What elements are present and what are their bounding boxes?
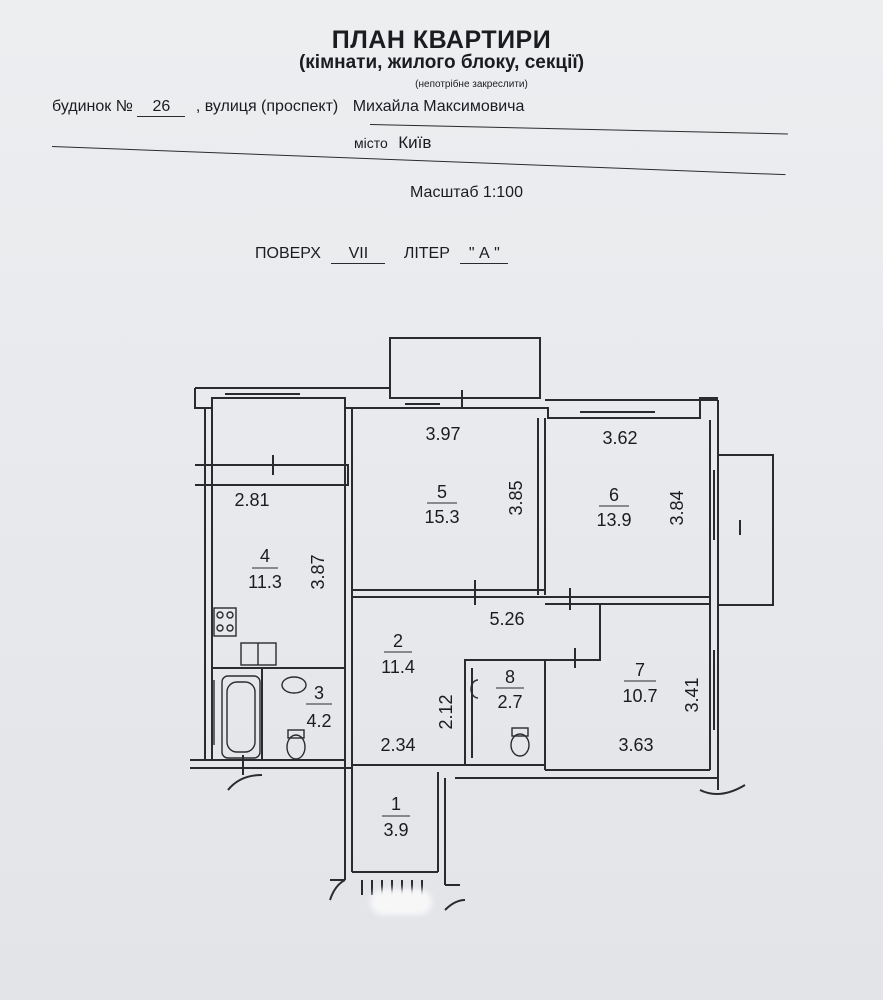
room-5-width: 3.97 — [425, 424, 460, 444]
room-3-number: 3 — [314, 683, 324, 703]
document-title: ПЛАН КВАРТИРИ — [331, 26, 552, 54]
street-value: Михайла Максимовича — [352, 98, 525, 115]
toilet-icon — [286, 734, 306, 760]
city-value: Київ — [398, 133, 432, 152]
room-2-bottom: 2.34 — [380, 735, 415, 755]
subtitle-note: (непотрібне закреслити) — [415, 79, 528, 90]
room-1-area: 3.9 — [383, 820, 408, 840]
room-4-length: 3.87 — [308, 554, 328, 589]
document-subtitle: (кімнати, жилого блоку, секції) — [298, 52, 585, 73]
floor-label: ПОВЕРХ — [255, 245, 321, 262]
room-6-area: 13.9 — [596, 510, 631, 530]
room-5-length: 3.85 — [506, 480, 526, 515]
room-6-number: 6 — [609, 485, 619, 505]
stove-icon — [213, 607, 237, 637]
room-2-area: 11.4 — [381, 657, 415, 677]
scale-label: Масштаб 1:100 — [410, 184, 523, 201]
room-7-width: 3.63 — [618, 735, 653, 755]
bathtub-icon — [221, 675, 261, 759]
letter-label: ЛІТЕР — [403, 245, 450, 262]
room-4-area: 11.3 — [248, 572, 282, 592]
address-line: будинок № 26 , вулиця (проспект) Михайла… — [52, 98, 524, 117]
room-6-length: 3.84 — [667, 490, 687, 525]
city-label: місто — [354, 135, 388, 151]
floor-value: VII — [331, 245, 386, 264]
house-label: будинок № — [52, 98, 133, 115]
washbasin-wc-icon — [470, 679, 479, 699]
room-8-number: 8 — [505, 667, 515, 687]
room-4-width: 2.81 — [234, 490, 269, 510]
room-2-side: 2.12 — [436, 694, 456, 729]
plan-fixtures — [213, 607, 530, 760]
room-labels: 4 11.3 2.81 3.87 3.97 5 15.3 3.85 3.62 6… — [234, 424, 702, 840]
room-7-number: 7 — [635, 660, 645, 680]
city-line: місто Київ — [354, 133, 431, 153]
floor-line: ПОВЕРХ VII ЛІТЕР " А " — [255, 245, 509, 264]
street-label: , вулиця (проспект) — [195, 98, 339, 115]
room-6-width: 3.62 — [602, 428, 637, 448]
plan-walls — [190, 337, 774, 911]
letter-value: " А " — [460, 245, 509, 264]
room-7-length: 3.41 — [682, 677, 702, 712]
room-2-number: 2 — [393, 631, 403, 651]
redacted-mark — [370, 889, 432, 915]
room-7-area: 10.7 — [622, 686, 657, 706]
room-1-number: 1 — [391, 794, 401, 814]
room-8-area: 2.7 — [497, 692, 522, 712]
house-number: 26 — [137, 98, 186, 117]
room-5-number: 5 — [437, 482, 447, 502]
washbasin-icon — [281, 676, 307, 694]
room-4-number: 4 — [260, 546, 270, 566]
toilet-wc-icon — [510, 733, 530, 757]
room-5-area: 15.3 — [424, 507, 459, 527]
room-2-width: 5.26 — [489, 609, 524, 629]
room-3-area: 4.2 — [306, 711, 331, 731]
